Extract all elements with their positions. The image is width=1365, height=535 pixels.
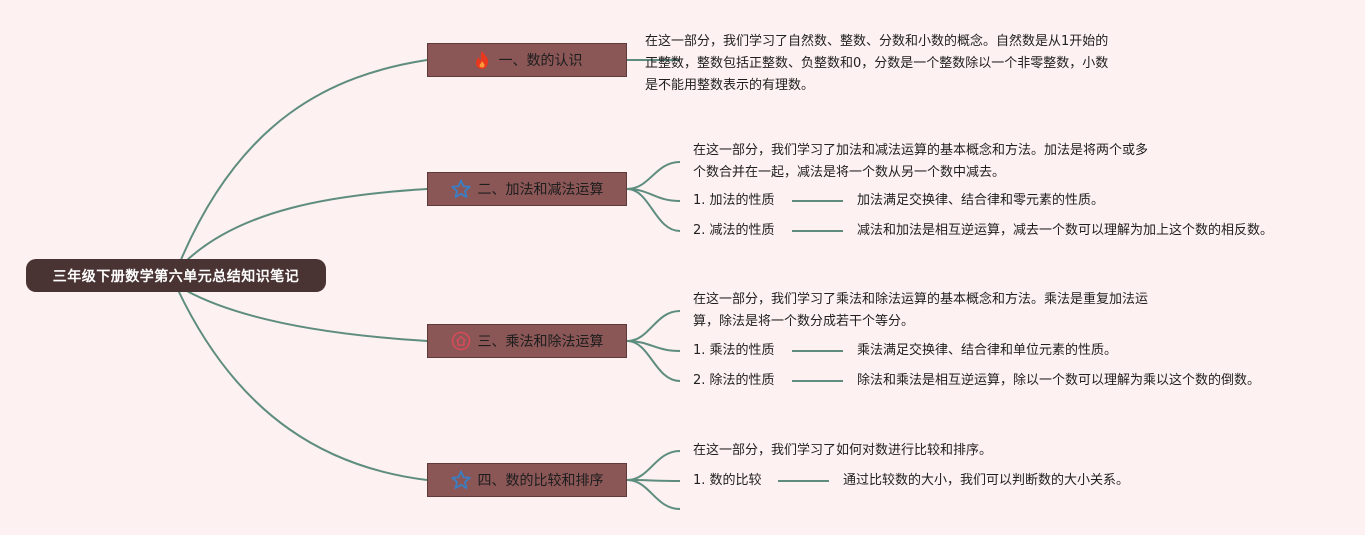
branch-2-intro: 在这一部分，我们学习了加法和减法运算的基本概念和方法。加法是将两个或多 个数合并… bbox=[693, 143, 1149, 180]
root-title: 三年级下册数学第六单元总结知识笔记 bbox=[52, 268, 300, 285]
branch-2-item-1-detail: 加法满足交换律、结合律和零元素的性质。 bbox=[857, 193, 1105, 208]
branch-2-item-1-label[interactable]: 1. 加法的性质 bbox=[693, 193, 775, 208]
branch-2-item-2-label[interactable]: 2. 减法的性质 bbox=[693, 223, 775, 238]
branch-2-item-2-detail: 减法和加法是相互逆运算，减去一个数可以理解为加上这个数的相反数。 bbox=[857, 223, 1274, 238]
branch-label: 四、数的比较和排序 bbox=[477, 473, 604, 489]
star-icon bbox=[450, 470, 471, 490]
branch-label: 三、乘法和除法运算 bbox=[477, 334, 604, 350]
branch-1-intro: 在这一部分，我们学习了自然数、整数、分数和小数的概念。自然数是从1开始的 正整数… bbox=[645, 34, 1109, 93]
branch-label: 二、加法和减法运算 bbox=[477, 182, 604, 198]
branch-compare-sort[interactable]: 四、数的比较和排序 bbox=[427, 463, 627, 497]
branch-4-item-1-detail: 通过比较数的大小，我们可以判断数的大小关系。 bbox=[843, 473, 1130, 488]
branch-4-intro: 在这一部分，我们学习了如何对数进行比较和排序。 bbox=[693, 443, 993, 458]
branch-3-item-2-label[interactable]: 2. 除法的性质 bbox=[693, 373, 775, 388]
root-node[interactable]: 三年级下册数学第六单元总结知识笔记 bbox=[26, 259, 326, 292]
branch-number-recognition[interactable]: 一、数的认识 bbox=[427, 43, 627, 77]
branch-3-intro: 在这一部分，我们学习了乘法和除法运算的基本概念和方法。乘法是重复加法运 算，除法… bbox=[693, 292, 1149, 329]
branch-4-item-1-label[interactable]: 1. 数的比较 bbox=[693, 473, 762, 488]
branch-3-item-1-label[interactable]: 1. 乘法的性质 bbox=[693, 343, 775, 358]
branch-label: 一、数的认识 bbox=[498, 53, 583, 69]
star-icon bbox=[450, 179, 471, 199]
branch-3-item-1-detail: 乘法满足交换律、结合律和单位元素的性质。 bbox=[857, 343, 1118, 358]
fire-icon bbox=[475, 51, 488, 69]
branch-addition-subtraction[interactable]: 二、加法和减法运算 bbox=[427, 172, 627, 206]
house-icon bbox=[451, 331, 470, 351]
branch-multiplication-division[interactable]: 三、乘法和除法运算 bbox=[427, 324, 627, 358]
branch-3-item-2-detail: 除法和乘法是相互逆运算，除以一个数可以理解为乘以这个数的倒数。 bbox=[857, 373, 1261, 388]
